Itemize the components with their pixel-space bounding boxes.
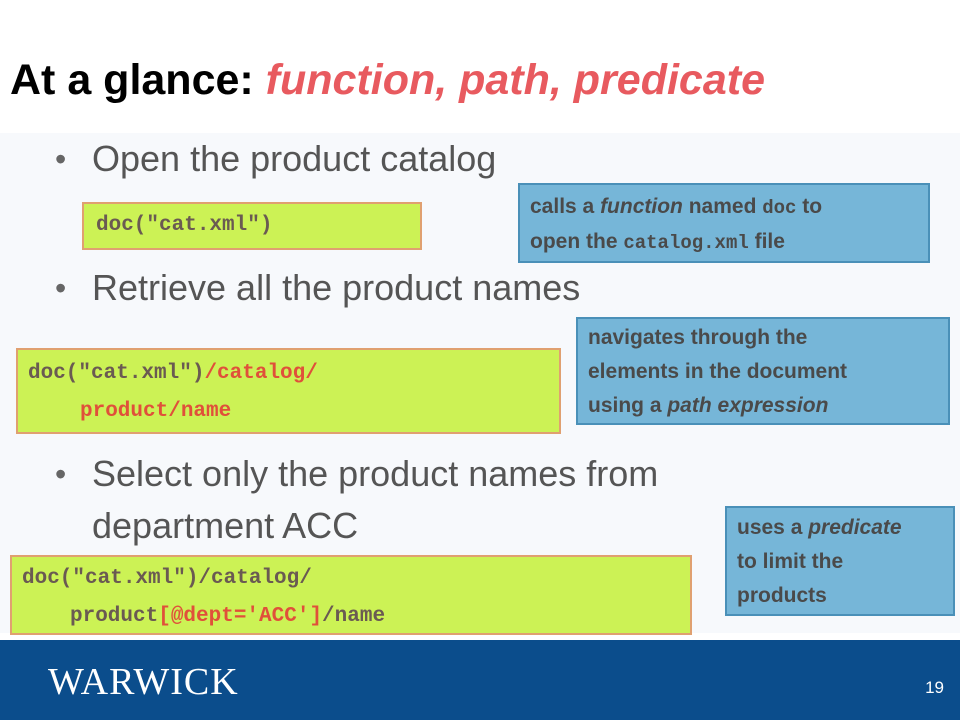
note-predicate-line-3: products — [737, 584, 827, 607]
note-path: navigates through the elements in the do… — [576, 317, 950, 425]
bullet-3-text: Select only the product names from — [92, 453, 659, 494]
footer-bar: WARWICK 19 — [0, 640, 960, 720]
note-predicate-line-2: to limit the — [737, 550, 844, 573]
note-text: open the — [530, 230, 624, 253]
code-box-2-line-2: product/name — [80, 400, 232, 423]
title-prefix: At a glance: — [10, 56, 266, 104]
note-code: doc — [762, 197, 797, 219]
slide-title: At a glance: function, path, predicate — [10, 56, 765, 105]
bullet-3-text-line-2: department ACC — [92, 505, 359, 546]
bullet-3: • Select only the product names from — [55, 452, 659, 496]
code-box-3-line-1: doc("cat.xml")/catalog/ — [22, 567, 312, 590]
bullet-dot-icon: • — [55, 141, 67, 177]
note-text: calls a — [530, 195, 601, 218]
note-function: calls a function named doc to open the c… — [518, 183, 930, 263]
code-box-2: doc("cat.xml")/catalog/ product/name — [16, 348, 561, 434]
warwick-logo: WARWICK — [48, 661, 239, 703]
code-token-path: /catalog/ — [204, 362, 318, 385]
note-predicate: uses a predicate to limit the products — [725, 506, 955, 616]
code-box-3: doc("cat.xml")/catalog/ product[@dept='A… — [10, 555, 692, 635]
bullet-1: • Open the product catalog — [55, 137, 497, 181]
note-text: named — [682, 195, 763, 218]
note-path-line-2: elements in the document — [588, 360, 848, 383]
code-box-3-line-2: product[@dept='ACC']/name — [70, 605, 385, 628]
note-code: catalog.xml — [623, 232, 749, 254]
bullet-2-text: Retrieve all the product names — [92, 267, 581, 308]
code-box-1-line-1: doc("cat.xml") — [96, 214, 273, 237]
note-emphasis: path expression — [667, 394, 829, 417]
note-path-line-3: using a path expression — [588, 389, 938, 423]
code-token: doc("cat.xml") — [28, 362, 205, 385]
code-token: /name — [322, 605, 386, 628]
note-function-line-2: open the catalog.xml file — [530, 225, 918, 260]
note-emphasis: predicate — [808, 516, 902, 539]
bullet-1-text: Open the product catalog — [92, 138, 497, 179]
page-number: 19 — [925, 678, 944, 697]
note-text: uses a — [737, 516, 809, 539]
note-predicate-line-1: uses a predicate — [737, 511, 943, 545]
code-box-2-line-1: doc("cat.xml")/catalog/ — [28, 362, 318, 385]
slide-content: • Open the product catalog doc("cat.xml"… — [0, 133, 960, 635]
note-text: file — [748, 230, 785, 253]
bullet-3-continued: department ACC — [92, 504, 358, 548]
bullet-2: • Retrieve all the product names — [55, 266, 581, 310]
note-path-line-1: navigates through the — [588, 326, 808, 349]
note-text: using a — [588, 394, 668, 417]
note-emphasis: function — [600, 195, 683, 218]
bullet-dot-icon: • — [55, 456, 67, 492]
bullet-dot-icon: • — [55, 270, 67, 306]
code-token: product — [70, 605, 159, 628]
note-text: to — [796, 195, 823, 218]
note-function-line-1: calls a function named doc to — [530, 190, 918, 225]
code-box-1: doc("cat.xml") — [82, 202, 422, 250]
code-token-predicate: [@dept='ACC'] — [158, 605, 323, 628]
title-accent: function, path, predicate — [265, 56, 765, 104]
